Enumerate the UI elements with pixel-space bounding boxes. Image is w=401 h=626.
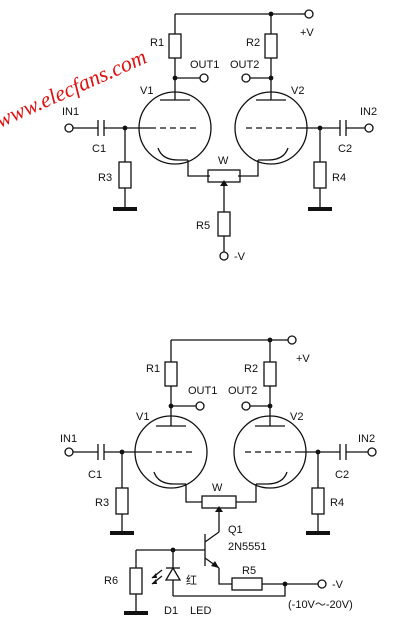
bottom-pot-arrow (215, 506, 223, 512)
top-v2-cathode (258, 147, 289, 161)
bottom-v2-cathode (256, 471, 288, 485)
top-in1-terminal (64, 123, 74, 133)
top-v2-cathode-wire (238, 160, 259, 177)
bottom-label-vplus: +V (296, 353, 310, 365)
bottom-r3-resistor (115, 487, 129, 515)
bottom-q1-emitter-wire (218, 568, 232, 585)
bottom-label-c1: C1 (88, 469, 102, 481)
top-label-c1: C1 (92, 143, 106, 155)
top-c2-capacitor (339, 120, 347, 136)
top-label-in2: IN2 (360, 106, 377, 118)
top-r5-resistor (217, 211, 231, 237)
top-label-r3: R3 (98, 172, 112, 184)
bottom-circuit: R1 R2 +V OUT1 OUT2 V1 V2 IN1 IN2 C1 C2 R… (60, 335, 377, 617)
top-label-in1: IN1 (62, 106, 79, 118)
top-v1-cathode-wire (187, 160, 210, 177)
bottom-label-led-color: 红 (186, 574, 197, 587)
bottom-label-q1-part: 2N5551 (228, 541, 267, 553)
top-r2-resistor (264, 33, 278, 59)
top-out2-terminal (241, 73, 251, 83)
bottom-label-r5: R5 (242, 565, 256, 577)
top-out1-terminal (199, 73, 209, 83)
bottom-label-w: W (212, 482, 223, 494)
top-r4-resistor (313, 161, 327, 189)
bottom-r1-resistor (164, 361, 178, 387)
top-vplus-terminal (304, 9, 314, 19)
bottom-c2-capacitor (339, 444, 347, 460)
top-label-r2: R2 (246, 37, 260, 49)
bottom-ground-left (110, 531, 134, 535)
bottom-r4-resistor (311, 487, 325, 515)
top-label-out2: OUT2 (230, 59, 259, 71)
bottom-return-wire (173, 584, 286, 597)
top-in2-terminal (364, 123, 374, 133)
top-ground-right (308, 207, 332, 211)
top-label-v1: V1 (140, 85, 153, 97)
top-vminus-terminal (219, 251, 229, 261)
bottom-c1-capacitor (97, 444, 105, 460)
bottom-label-in1: IN1 (60, 433, 77, 445)
bottom-q1-emitter-arrow (211, 561, 219, 568)
bottom-label-r3: R3 (95, 497, 109, 509)
top-r1-resistor (168, 33, 182, 59)
bottom-in2-terminal (367, 447, 377, 457)
bottom-led-ray-arrow-1 (152, 573, 157, 578)
top-label-v2: V2 (291, 85, 304, 97)
bottom-v2-cathode-wire (236, 484, 257, 503)
bottom-label-r6: R6 (104, 575, 118, 587)
bottom-label-vminus: -V (332, 579, 344, 591)
bottom-ground-r6 (124, 611, 148, 615)
top-label-vplus: +V (300, 27, 314, 39)
bottom-led-triangle (164, 566, 182, 581)
bottom-label-out1: OUT1 (188, 385, 217, 397)
bottom-label-r4: R4 (330, 497, 344, 509)
bottom-r5-resistor (231, 577, 263, 591)
top-ground-left (113, 207, 137, 211)
bottom-led-ray-arrow-2 (152, 579, 157, 584)
bottom-label-v2: V2 (290, 411, 303, 423)
bottom-label-r1: R1 (146, 363, 160, 375)
top-label-vminus: -V (234, 251, 246, 263)
top-label-out1: OUT1 (190, 59, 219, 71)
bottom-in1-terminal (64, 447, 74, 457)
bottom-r2-resistor (263, 361, 277, 387)
bottom-vplus-terminal (287, 335, 297, 345)
bottom-label-r2: R2 (244, 363, 258, 375)
top-v1-cathode (157, 147, 188, 161)
top-pot-arrow (220, 180, 228, 186)
top-r3-resistor (118, 161, 132, 189)
bottom-label-out2: OUT2 (228, 385, 257, 397)
bottom-v1-cathode (153, 471, 186, 485)
bottom-q1-collector (204, 531, 220, 543)
top-c1-capacitor (97, 120, 105, 136)
bottom-v1-cathode-wire (185, 484, 202, 503)
top-label-c2: C2 (338, 143, 352, 155)
bottom-label-range: (-10V～-20V) (288, 599, 353, 611)
top-label-r1: R1 (150, 37, 164, 49)
top-label-r5: R5 (196, 220, 210, 232)
bottom-label-v1: V1 (136, 411, 149, 423)
bottom-label-in2: IN2 (358, 433, 375, 445)
bottom-out2-terminal (241, 401, 251, 411)
watermark-text: www.elecfans.com (0, 44, 150, 133)
bottom-label-c2: C2 (335, 469, 349, 481)
bottom-label-d1: D1 (164, 605, 178, 617)
top-label-r4: R4 (332, 172, 346, 184)
top-circuit: R1 R2 +V OUT1 OUT2 V1 V2 IN1 IN2 C1 C2 R… (62, 9, 377, 263)
bottom-label-q1: Q1 (228, 524, 243, 536)
top-label-w: W (218, 155, 229, 167)
bottom-ground-right (306, 531, 330, 535)
bottom-label-led: LED (190, 605, 211, 617)
bottom-r6-resistor (129, 567, 143, 595)
bottom-out1-terminal (195, 401, 205, 411)
bottom-vminus-terminal (317, 579, 327, 589)
